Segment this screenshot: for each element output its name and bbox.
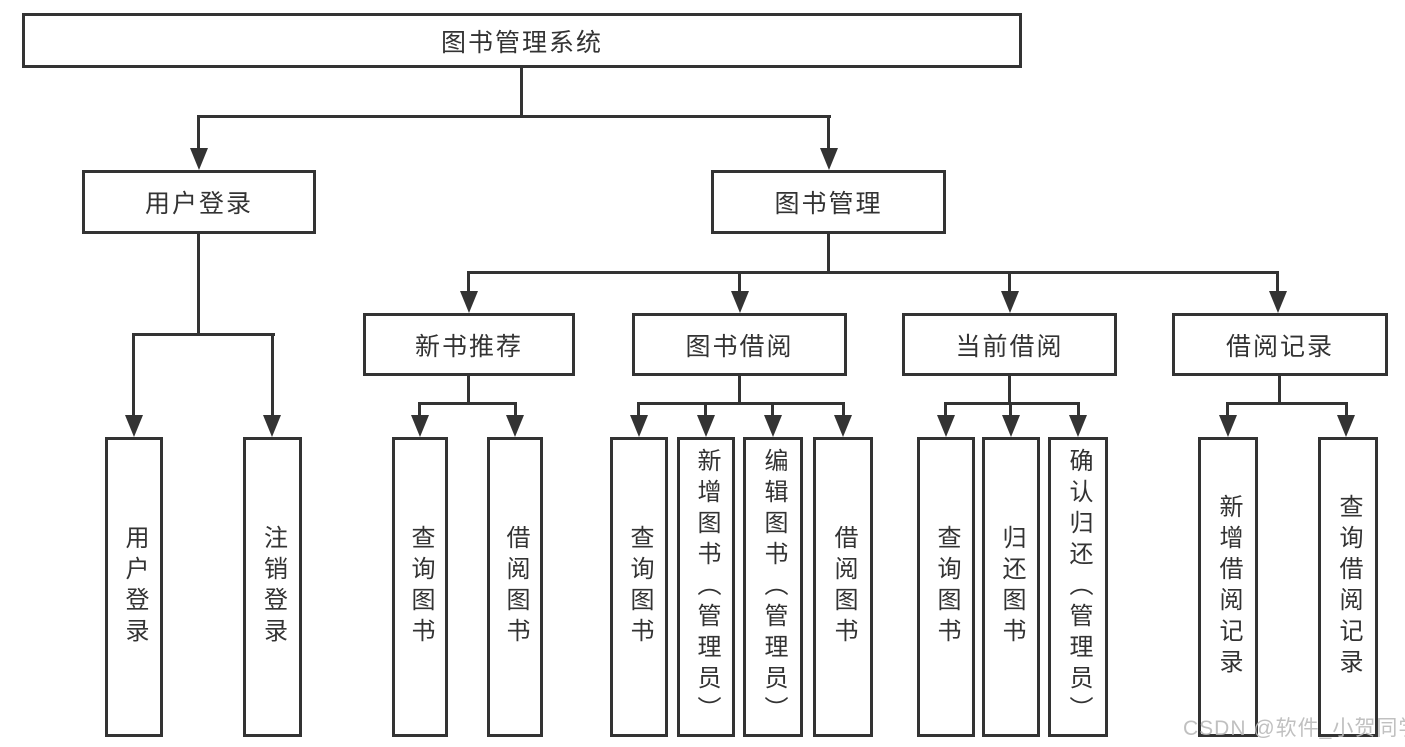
- connector-current-vertical: [1008, 376, 1011, 405]
- arrowhead-icon: [834, 415, 852, 437]
- leaf-borrowing-edit-book-admin: 编辑图书（管理员）: [743, 437, 803, 737]
- leaf-newbooks-borrow-book: 借阅图书: [487, 437, 543, 737]
- connector-root-vertical: [520, 68, 523, 118]
- connector-drop-logout: [271, 333, 274, 419]
- node-label: 图书管理系统: [440, 28, 603, 57]
- connector-borrowing-horizontal: [637, 402, 845, 405]
- connector-drop-current: [1008, 271, 1011, 295]
- connector-drop-records: [1276, 271, 1279, 295]
- arrowhead-icon: [820, 148, 838, 170]
- node-library-management-system: 图书管理系统: [22, 13, 1022, 68]
- leaf-label: 新增借阅记录: [1215, 494, 1242, 680]
- leaf-label: 借阅图书: [502, 525, 529, 649]
- arrowhead-icon: [1269, 291, 1287, 313]
- connector-stem: [704, 402, 707, 419]
- leaf-user-login: 用户登录: [105, 437, 163, 737]
- connector-bookmgmt-vertical: [827, 234, 830, 274]
- leaf-label: 用户登录: [121, 525, 148, 649]
- connector-root-horizontal: [197, 115, 831, 118]
- arrowhead-icon: [697, 415, 715, 437]
- leaf-label: 注销登录: [259, 525, 287, 649]
- node-new-book-recommend: 新书推荐: [363, 313, 575, 376]
- arrowhead-icon: [764, 415, 782, 437]
- arrowhead-icon: [630, 415, 648, 437]
- leaf-label: 查询图书: [933, 525, 960, 649]
- connector-borrowing-vertical: [738, 376, 741, 405]
- leaf-label: 归还图书: [998, 525, 1025, 649]
- connector-records-horizontal: [1226, 402, 1348, 405]
- node-label: 图书借阅: [685, 332, 794, 361]
- node-label: 当前借阅: [955, 332, 1064, 361]
- connector-newbooks-horizontal: [418, 402, 517, 405]
- connector-stem: [637, 402, 640, 419]
- connector-stem: [944, 402, 947, 419]
- node-label: 用户登录: [144, 190, 253, 218]
- leaf-label: 确认归还（管理员）: [1065, 447, 1092, 727]
- arrowhead-icon: [1001, 291, 1019, 313]
- arrowhead-icon: [460, 291, 478, 313]
- connector-drop-new-books: [467, 271, 470, 295]
- connector-userlogin-vertical: [197, 234, 200, 335]
- connector-records-vertical: [1278, 376, 1281, 405]
- leaf-borrowing-borrow-book: 借阅图书: [813, 437, 873, 737]
- leaf-label: 查询借阅记录: [1335, 494, 1362, 680]
- connector-drop-user-login: [197, 115, 200, 153]
- arrowhead-icon: [411, 415, 429, 437]
- arrowhead-icon: [190, 148, 208, 170]
- leaf-records-search-record: 查询借阅记录: [1318, 437, 1378, 737]
- leaf-logout: 注销登录: [243, 437, 302, 737]
- node-current-borrowing: 当前借阅: [902, 313, 1117, 376]
- leaf-records-add-record: 新增借阅记录: [1198, 437, 1258, 737]
- leaf-label: 查询图书: [626, 525, 653, 649]
- node-borrow-records: 借阅记录: [1172, 313, 1388, 376]
- connector-userlogin-horizontal: [132, 333, 275, 336]
- node-label: 新书推荐: [414, 332, 523, 361]
- connector-newbooks-vertical: [467, 376, 470, 405]
- arrowhead-icon: [1002, 415, 1020, 437]
- connector-drop-book-mgmt: [827, 115, 830, 153]
- arrowhead-icon: [937, 415, 955, 437]
- leaf-label: 编辑图书（管理员）: [760, 447, 787, 727]
- connector-stem: [418, 402, 421, 419]
- arrowhead-icon: [506, 415, 524, 437]
- connector-bookmgmt-horizontal: [467, 271, 1279, 274]
- arrowhead-icon: [1069, 415, 1087, 437]
- leaf-label: 查询图书: [407, 525, 434, 649]
- connector-drop-borrowing: [738, 271, 741, 295]
- leaf-label: 借阅图书: [830, 525, 857, 649]
- node-book-management: 图书管理: [711, 170, 946, 234]
- leaf-newbooks-search-book: 查询图书: [392, 437, 448, 737]
- arrowhead-icon: [125, 415, 143, 437]
- connector-stem: [771, 402, 774, 419]
- leaf-borrowing-search-book: 查询图书: [610, 437, 668, 737]
- leaf-current-return-book: 归还图书: [982, 437, 1040, 737]
- connector-stem: [1009, 402, 1012, 419]
- leaf-label: 新增图书（管理员）: [693, 447, 720, 727]
- node-label: 图书管理: [774, 190, 883, 218]
- csdn-watermark: CSDN @软件_小贺同学: [1183, 717, 1405, 740]
- connector-stem: [1077, 402, 1080, 419]
- leaf-current-search-book: 查询图书: [917, 437, 975, 737]
- connector-drop-login: [132, 333, 135, 419]
- connector-stem: [1345, 402, 1348, 419]
- node-book-borrowing: 图书借阅: [632, 313, 847, 376]
- leaf-current-confirm-return-admin: 确认归还（管理员）: [1048, 437, 1108, 737]
- arrowhead-icon: [263, 415, 281, 437]
- connector-current-horizontal: [944, 402, 1080, 405]
- connector-stem: [1226, 402, 1229, 419]
- arrowhead-icon: [1219, 415, 1237, 437]
- leaf-borrowing-add-book-admin: 新增图书（管理员）: [677, 437, 735, 737]
- arrowhead-icon: [731, 291, 749, 313]
- node-label: 借阅记录: [1225, 332, 1334, 361]
- node-user-login: 用户登录: [82, 170, 316, 234]
- connector-stem: [842, 402, 845, 419]
- arrowhead-icon: [1337, 415, 1355, 437]
- connector-stem: [514, 402, 517, 419]
